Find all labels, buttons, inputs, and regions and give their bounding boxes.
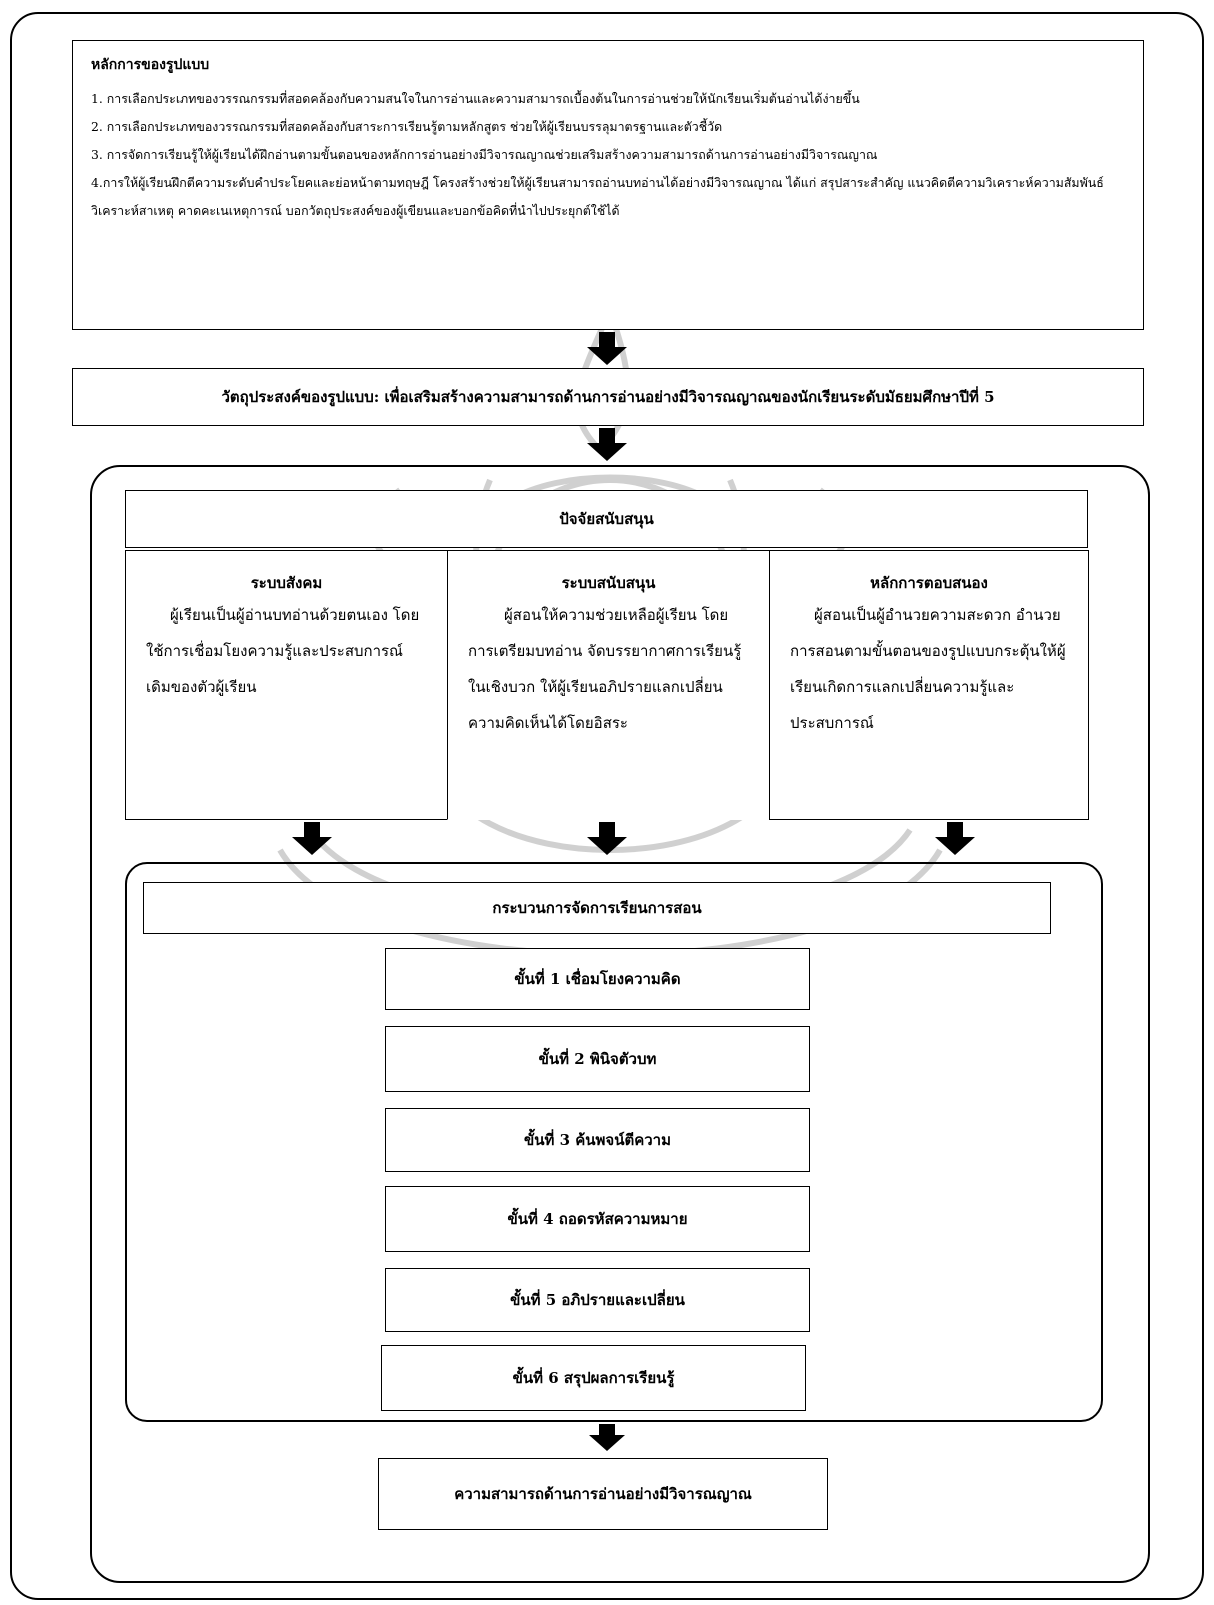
model-components-frame: [90, 465, 1150, 1583]
social-system-text: ผู้เรียนเป็นผู้อ่านบทอ่านด้วยตนเอง โดยใช…: [146, 606, 420, 696]
principles-heading: หลักการของรูปแบบ: [91, 57, 210, 73]
support-system-title: ระบบสนับสนุน: [561, 574, 656, 592]
support-factors-title: ปัจจัยสนับสนุน: [125, 490, 1088, 548]
process-frame: [125, 862, 1103, 1422]
social-system-box: ระบบสังคม ผู้เรียนเป็นผู้อ่านบทอ่านด้วยต…: [125, 550, 448, 820]
outcome-box: ความสามารถด้านการอ่านอย่างมีวิจารณญาณ: [378, 1458, 828, 1530]
page-frame: [10, 12, 1204, 1600]
principles-box: หลักการของรูปแบบ 1. การเลือกประเภทของวรร…: [72, 40, 1144, 330]
process-step-6: ขั้นที่ 6 สรุปผลการเรียนรู้: [381, 1345, 806, 1411]
reaction-principle-box: หลักการตอบสนอง ผู้สอนเป็นผู้อำนวยความสะด…: [769, 550, 1089, 820]
process-step-5: ขั้นที่ 5 อภิปรายและเปลี่ยน: [385, 1268, 810, 1332]
process-step-1: ขั้นที่ 1 เชื่อมโยงความคิด: [385, 948, 810, 1010]
process-step-2: ขั้นที่ 2 พินิจตัวบท: [385, 1026, 810, 1092]
principle-item-3: 3. การจัดการเรียนรู้ให้ผู้เรียนได้ฝึกอ่า…: [91, 147, 878, 162]
support-system-text-rest: โดยการเตรียมบทอ่าน จัดบรรยากาศการเรียนรู…: [468, 606, 742, 732]
support-system-text: ผู้สอนให้ความช่วยเหลือผู้เรียน โดยการเตร…: [468, 597, 749, 741]
reaction-principle-title: หลักการตอบสนอง: [870, 574, 988, 592]
objective-box: วัตถุประสงค์ของรูปแบบ: เพื่อเสริมสร้างคว…: [72, 368, 1144, 426]
process-step-4: ขั้นที่ 4 ถอดรหัสความหมาย: [385, 1186, 810, 1252]
reaction-principle-text: ผู้สอนเป็นผู้อำนวยความสะดวก อำนวยการสอนต…: [790, 606, 1066, 732]
principle-item-2: 2. การเลือกประเภทของวรรณกรรมที่สอดคล้องก…: [91, 119, 723, 134]
principle-item-1: 1. การเลือกประเภทของวรรณกรรมที่สอดคล้องก…: [91, 91, 860, 106]
principle-item-4: 4.การให้ผู้เรียนฝึกตีความระดับคำประโยคแล…: [91, 175, 1104, 218]
process-title: กระบวนการจัดการเรียนการสอน: [143, 882, 1051, 934]
support-system-box: ระบบสนับสนุน ผู้สอนให้ความช่วยเหลือผู้เร…: [447, 550, 770, 820]
social-system-title: ระบบสังคม: [250, 574, 323, 592]
support-system-text-line1: ผู้สอนให้ความช่วยเหลือผู้เรียน: [504, 606, 697, 624]
process-step-3: ขั้นที่ 3 ค้นพจน์ตีความ: [385, 1108, 810, 1172]
